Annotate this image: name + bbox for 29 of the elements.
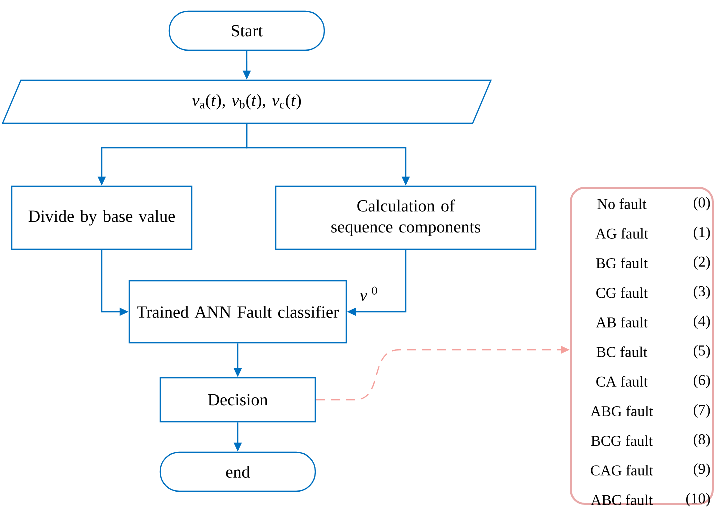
class-number: (0) — [694, 197, 710, 211]
class-number: (4) — [694, 316, 710, 330]
start-terminal: Start — [168, 10, 326, 52]
list-item: CAG fault — [591, 465, 654, 476]
list-item: AG fault — [596, 228, 648, 239]
process-box: Trained ANN Fault classifier — [128, 280, 348, 344]
class-number: (5) — [694, 345, 710, 359]
class-number: (10) — [686, 493, 710, 507]
list-item: ABG fault — [590, 406, 654, 417]
process-box: Calculation of sequence components — [275, 186, 537, 250]
list-item: CA fault — [596, 376, 648, 387]
end-terminal: end — [160, 452, 316, 492]
list-item: AB fault — [596, 317, 648, 328]
list-item: BC fault — [596, 346, 648, 358]
list-item: BG fault — [596, 258, 648, 269]
class-number: (7) — [694, 404, 710, 418]
edge-label: v $^{0}$ — [360, 286, 378, 302]
process-box: Divide by base value — [11, 186, 193, 250]
list-item: CG fault — [596, 287, 648, 298]
process-box: Decision — [160, 377, 316, 423]
list-item: ABC fault — [591, 494, 653, 506]
class-number: (9) — [694, 464, 710, 478]
class-number: (1) — [694, 226, 710, 240]
class-number: (6) — [694, 374, 710, 388]
class-number: (2) — [694, 256, 710, 270]
class-number: (3) — [694, 286, 710, 300]
class-number: (8) — [694, 434, 710, 448]
list-item: No fault — [598, 198, 647, 210]
list-item: BCG fault — [591, 435, 653, 446]
